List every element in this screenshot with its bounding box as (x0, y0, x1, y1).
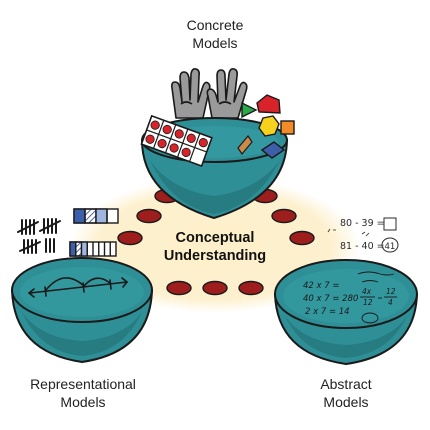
representational-bowl-group (10, 208, 154, 364)
bead (136, 208, 162, 224)
representational-bowl-rim (11, 257, 153, 323)
bead (117, 230, 143, 246)
tally-marks-icon (17, 218, 61, 254)
conceptual-line-1: Conceptual (175, 230, 255, 246)
abstract-models-line-2: Models (323, 394, 369, 410)
fraction-top-1: 4x (362, 287, 372, 296)
representational-models-label: Representational Models (12, 375, 154, 411)
concrete-models-line-1: Concrete (186, 17, 244, 33)
multiplication-line-1: 42 x 7 = (303, 281, 339, 291)
fraction-strip-icon (69, 241, 117, 257)
hands-icon (171, 68, 248, 119)
subtraction-answer: 41 (385, 242, 396, 252)
bead (166, 280, 192, 296)
fraction-bottom-1: 12 (363, 298, 373, 307)
blue-rhombus-icon (260, 141, 286, 159)
concrete-bowl-shade (150, 160, 280, 214)
bead (271, 208, 297, 224)
tan-rhombus-icon (237, 134, 253, 156)
number-line-icon (27, 277, 129, 298)
concrete-models-line-2: Models (192, 35, 238, 51)
conceptual-understanding-label: Conceptual Understanding (130, 229, 300, 265)
representational-models-line-2: Models (60, 394, 106, 410)
multiplication-line-2: 40 x 7 = 280 (303, 294, 358, 304)
green-triangle-icon (241, 101, 258, 119)
yellow-hexagon-icon (258, 115, 280, 137)
fraction-strip-icon (73, 208, 119, 224)
abstract-bowl-rim (274, 259, 418, 329)
multiplication-notes: 42 x 7 = 40 x 7 = 280 2 x 7 = 14 4x 12 1… (303, 271, 397, 324)
orange-square-icon (280, 120, 295, 135)
bead (238, 280, 264, 296)
conceptual-line-2: Understanding (163, 248, 267, 264)
abstract-bowl-group: 80 - 39 = 81 - 40 = 41 42 x 7 = 40 x 7 =… (273, 217, 419, 366)
red-trapezoid-icon (256, 94, 281, 114)
subtraction-notes: 80 - 39 = 81 - 40 = 41 (327, 217, 399, 253)
representational-models-line-1: Representational (30, 376, 136, 392)
multiplication-line-3: 2 x 7 = 14 (305, 307, 350, 317)
concrete-bowl-group (140, 68, 295, 220)
abstract-models-label: Abstract Models (296, 375, 396, 411)
fraction-bottom-2: 4 (388, 298, 393, 307)
abstract-models-line-1: Abstract (320, 376, 372, 392)
bead (202, 280, 228, 296)
fraction-top-2: 12 (386, 287, 396, 296)
bead (289, 230, 315, 246)
subtraction-line-1: 80 - 39 = (340, 218, 385, 229)
ten-frame-icon (140, 114, 213, 168)
concrete-models-label: Concrete Models (165, 16, 265, 52)
subtraction-line-2: 81 - 40 = (340, 241, 385, 252)
